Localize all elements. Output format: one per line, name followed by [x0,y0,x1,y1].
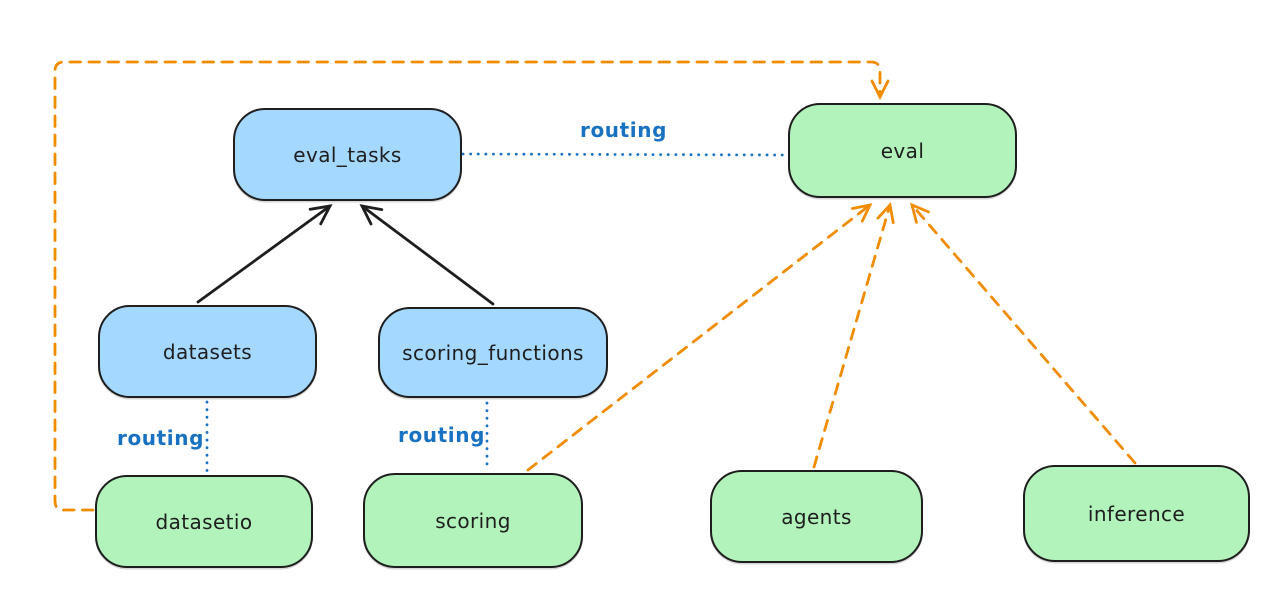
node-eval-tasks-label: eval_tasks [293,142,402,167]
node-datasetio: datasetio [95,475,313,568]
node-agents: agents [710,470,923,563]
edge-scoring-to-eval [526,205,870,472]
edge-routing-eval-tasks-to-eval [461,152,788,157]
node-inference: inference [1023,465,1250,562]
node-inference-label: inference [1087,501,1186,526]
node-agents-label: agents [781,504,852,529]
edge-agents-to-eval [812,205,890,469]
node-scoring-functions-label: scoring_functions [402,340,584,365]
routing-label-scoring-functions-scoring: routing [398,423,486,447]
edge-scoring-functions-to-eval-tasks [362,206,495,306]
node-scoring-label: scoring [435,508,511,533]
node-eval-label: eval [880,138,925,163]
edge-datasets-to-eval-tasks [196,206,330,304]
node-scoring-functions: scoring_functions [378,307,608,398]
routing-label-datasets-datasetio: routing [117,426,205,450]
node-datasets-label: datasets [162,339,253,364]
routing-label-eval-tasks-eval: routing [580,118,668,142]
node-scoring: scoring [363,473,583,568]
edge-inference-to-eval [912,205,1137,465]
node-eval: eval [788,103,1017,198]
node-eval-tasks: eval_tasks [233,108,462,201]
edge-datasetio-to-eval [53,60,880,512]
node-datasetio-label: datasetio [155,509,253,534]
node-datasets: datasets [98,305,317,398]
